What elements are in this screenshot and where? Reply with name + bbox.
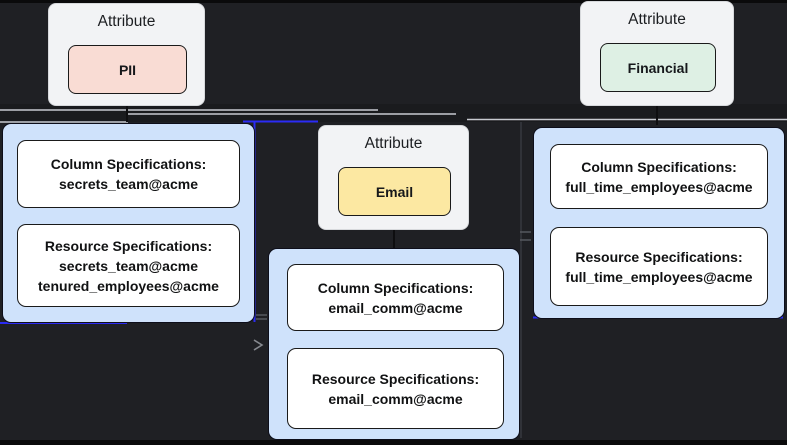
spec-title: Resource Specifications: (575, 248, 743, 265)
spec-title: Resource Specifications: (44, 237, 213, 254)
attribute-node-financial[interactable]: Attribute Financial (580, 1, 734, 106)
spec-group-secrets-team[interactable]: Column Specifications: secrets_team@acme… (2, 123, 255, 323)
bottom-edge-strip (0, 440, 787, 445)
spec-title: Column Specifications: (581, 158, 737, 175)
attribute-node-email[interactable]: Attribute Email (318, 125, 469, 230)
spec-value: email_comm@acme (328, 299, 463, 316)
resource-specifications-node[interactable]: Resource Specifications: full_time_emplo… (550, 227, 768, 306)
resource-specifications-node[interactable]: Resource Specifications: secrets_team@ac… (17, 224, 240, 307)
spec-value: secrets_team@acme (59, 176, 198, 192)
spec-value: full_time_employees@acme (565, 268, 753, 285)
spec-value: email_comm@acme (328, 390, 463, 407)
spec-value: tenured_employees@acme (38, 277, 219, 294)
column-specifications-node[interactable]: Column Specifications: full_time_employe… (550, 144, 768, 209)
resource-specifications-node[interactable]: Resource Specifications: email_comm@acme (287, 348, 504, 429)
spec-group-email-comm[interactable]: Column Specifications: email_comm@acme R… (268, 248, 520, 440)
spec-value: secrets_team@acme (59, 257, 198, 274)
column-specifications-node[interactable]: Column Specifications: secrets_team@acme (17, 140, 240, 208)
attribute-node-title: Attribute (628, 11, 686, 28)
attribute-node-pii[interactable]: Attribute PII (48, 3, 205, 106)
attribute-tag-email[interactable]: Email (338, 167, 451, 216)
spec-value: full_time_employees@acme (565, 178, 753, 195)
spec-title: Column Specifications: (50, 156, 207, 172)
attribute-node-title: Attribute (97, 13, 156, 30)
attribute-tag-pii[interactable]: PII (68, 45, 187, 94)
background-lane-band (0, 104, 787, 122)
arrowhead-into-middle-group (253, 339, 264, 351)
attribute-node-title: Attribute (364, 135, 423, 152)
top-edge-strip (0, 0, 787, 3)
column-specifications-node[interactable]: Column Specifications: email_comm@acme (287, 264, 504, 331)
spec-title: Resource Specifications: (311, 370, 480, 387)
spec-group-full-time-employees[interactable]: Column Specifications: full_time_employe… (533, 127, 785, 319)
spec-title: Column Specifications: (317, 279, 474, 296)
attribute-tag-financial[interactable]: Financial (600, 43, 716, 92)
